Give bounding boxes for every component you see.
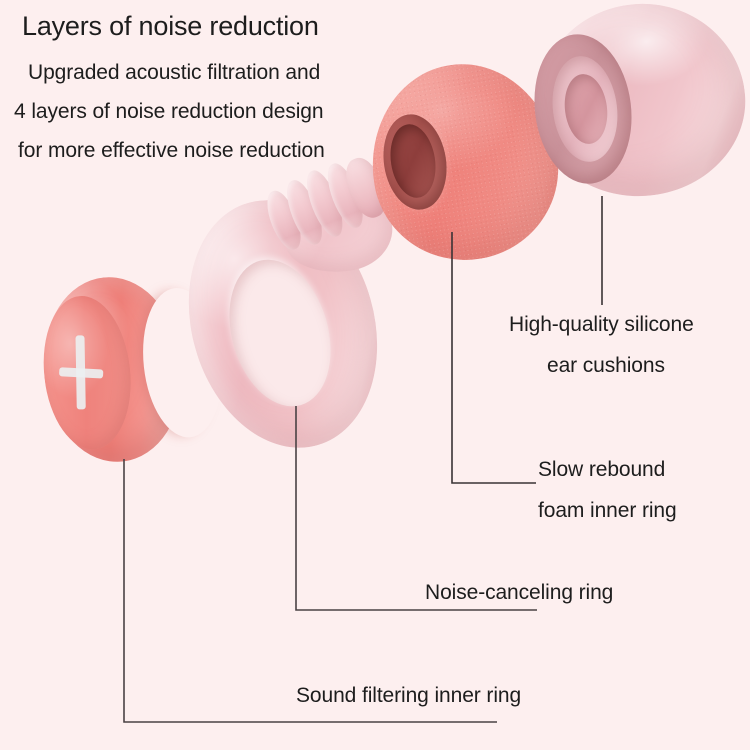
silicone-ear-cushion-part: [526, 0, 750, 208]
page-title: Layers of noise reduction: [22, 11, 319, 41]
callout-silicone-line-1: High-quality silicone: [509, 313, 694, 336]
description-line-3: for more effective noise reduction: [18, 139, 325, 162]
callout-foam-line-1: Slow rebound: [538, 458, 666, 481]
callout-foam-line-2: foam inner ring: [538, 499, 677, 522]
description-line-2: 4 layers of noise reduction design: [14, 100, 324, 123]
callout-silicone-line-2: ear cushions: [547, 354, 665, 377]
sound-filtering-inner-ring-part: [29, 270, 230, 470]
callout-sound-filtering-inner-ring: Sound filtering inner ring: [296, 684, 522, 707]
callout-noise-canceling-ring: Noise-canceling ring: [425, 581, 614, 604]
description-line-1: Upgraded acoustic filtration and: [28, 61, 321, 84]
